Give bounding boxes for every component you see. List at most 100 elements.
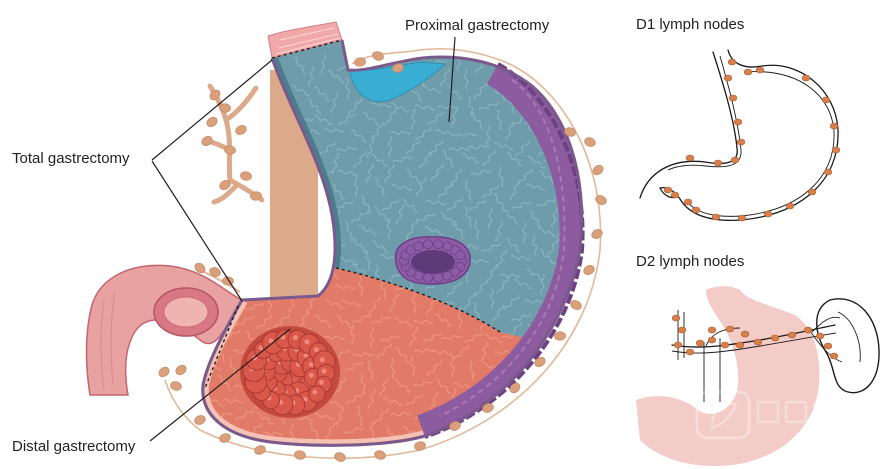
label-d1-lymph-nodes: D1 lymph nodes — [636, 16, 744, 33]
ruga-line — [524, 299, 546, 304]
d1-lymph-node — [670, 191, 680, 199]
ruga-line — [556, 59, 577, 65]
ruga-line — [338, 112, 356, 127]
ruga-line — [441, 335, 463, 340]
ruga-line — [482, 428, 499, 442]
lymph-node — [235, 125, 247, 135]
leader-total-upper — [151, 59, 273, 161]
resection-line-pyloric — [204, 305, 239, 389]
d2-left-gastric — [705, 327, 741, 347]
tumor-bump — [442, 241, 453, 252]
greater-curvature-serosa — [424, 62, 585, 439]
d2-lymph-node — [829, 352, 839, 360]
ruga-line — [409, 326, 419, 347]
tumor-bump — [423, 239, 433, 250]
ruga-line — [537, 227, 557, 238]
ruga-line — [319, 141, 336, 156]
ruga-line — [222, 398, 244, 404]
ruga-line — [367, 360, 374, 381]
ruga-line — [517, 169, 533, 185]
ruga-line — [490, 288, 495, 310]
mucosal-patch — [349, 61, 447, 102]
tumor-bump — [450, 266, 461, 277]
d2-stomach-silhouette — [636, 286, 820, 466]
ruga-line — [369, 327, 374, 349]
ruga-line — [235, 315, 254, 327]
ruga-line — [499, 273, 521, 278]
ruga-line — [532, 235, 538, 256]
lymph-node — [591, 229, 603, 239]
lymph-node — [219, 180, 231, 190]
d2-lymph-node — [707, 336, 717, 344]
tumor-lobule-highlight — [308, 372, 314, 378]
tumor-bump — [455, 250, 466, 261]
ruga-line — [358, 275, 364, 297]
d1-lymph-node — [733, 118, 743, 126]
ruga-line — [390, 411, 412, 417]
lymph-node — [201, 136, 213, 146]
ruga-line — [551, 207, 558, 228]
ruga-line — [390, 102, 410, 113]
ruga-line — [435, 313, 453, 327]
d1-lymph-node — [821, 96, 831, 104]
ruga-line — [455, 132, 477, 137]
ruga-line — [428, 110, 445, 126]
ruga-line — [515, 141, 530, 158]
ruga-line — [238, 276, 248, 296]
tumor-upper-ulcer — [411, 250, 455, 274]
ruga-line — [557, 91, 579, 97]
d2-lymph-node — [815, 332, 825, 340]
ruga-line — [592, 323, 610, 337]
ruga-line — [589, 128, 609, 131]
ruga-line — [429, 391, 439, 412]
d2-lymph-node — [787, 331, 797, 339]
leader-total-lower — [151, 160, 243, 302]
ruga-line — [317, 220, 328, 240]
ruga-line — [463, 292, 475, 311]
ruga-line — [579, 60, 582, 69]
ruga-line — [273, 314, 290, 329]
d2-lymph-node — [735, 341, 745, 349]
tumor-lobule-highlight — [312, 389, 318, 395]
lymph-nodes-main — [158, 51, 607, 462]
tumor-lobule-highlight — [308, 362, 314, 368]
label-distal-gastrectomy: Distal gastrectomy — [12, 438, 136, 455]
d1-lymph-node — [829, 122, 839, 130]
d1-lymph-node — [785, 202, 795, 210]
ruga-line — [496, 248, 508, 268]
ruga-line — [549, 68, 560, 87]
ruga-line — [464, 206, 473, 227]
tumor-upper-texture — [399, 239, 467, 283]
ruga-line — [425, 199, 447, 206]
tumor-bump — [433, 239, 443, 250]
d2-splenic-branch-upper — [811, 316, 841, 333]
ruga-line — [428, 140, 444, 156]
ruga-line — [529, 209, 542, 228]
tumor-bump — [413, 270, 424, 281]
ruga-line — [345, 221, 353, 242]
ruga-line — [487, 208, 493, 229]
ruga-line — [360, 195, 372, 214]
d1-greater-curvature — [659, 49, 839, 222]
duodenum-fold-lines — [100, 291, 116, 391]
ruga-line — [419, 151, 433, 169]
ruga-line — [469, 360, 475, 382]
ruga-line — [348, 98, 363, 115]
ruga-line — [457, 308, 463, 330]
ruga-line — [384, 163, 395, 183]
d2-lymph-node — [753, 338, 763, 346]
lymph-node — [583, 265, 595, 275]
ruga-line — [336, 146, 358, 152]
lymph-node — [449, 421, 461, 431]
ruga-line — [357, 405, 363, 427]
ruga-line — [358, 225, 378, 236]
d1-lymph-node — [711, 213, 721, 221]
label-total-gastrectomy: Total gastrectomy — [12, 150, 130, 167]
ruga-line — [536, 198, 556, 208]
ruga-line — [493, 194, 506, 212]
ruga-line — [396, 204, 405, 225]
tumor-bump — [423, 272, 433, 283]
ruga-line — [580, 86, 582, 92]
ruga-line — [351, 237, 367, 253]
